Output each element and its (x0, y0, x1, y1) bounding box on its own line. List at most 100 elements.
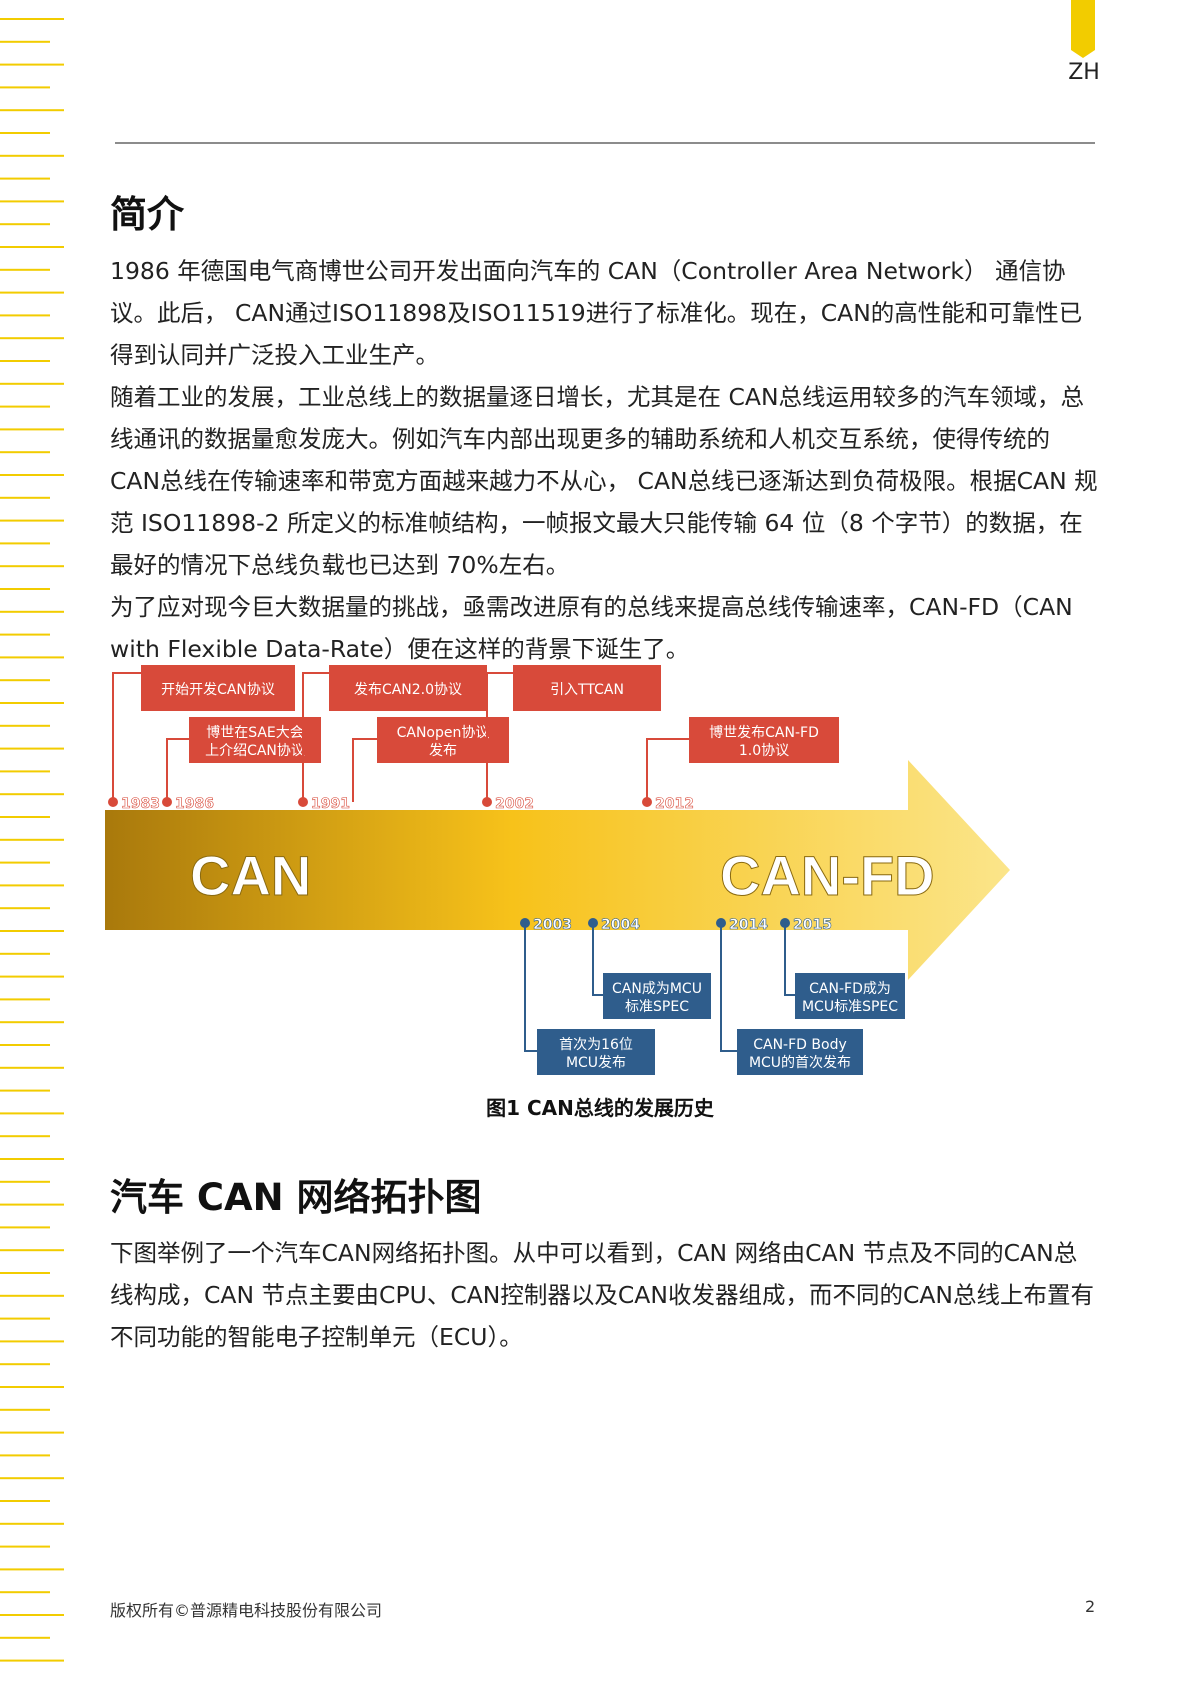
event-box (737, 1029, 863, 1075)
event-label: 发布 (429, 743, 457, 759)
stripe (0, 428, 64, 431)
stripe (0, 1363, 50, 1366)
stripe (0, 109, 64, 112)
event-connector (524, 923, 537, 1052)
year-label: 1983 (121, 796, 160, 812)
left-stripe-decoration (0, 18, 64, 1662)
stripe (0, 930, 64, 932)
year-marker (520, 918, 530, 928)
stripe (0, 1545, 50, 1548)
stripe (0, 565, 64, 568)
figure-caption: 图1 CAN总线的发展历史 (486, 1096, 714, 1120)
year-marker (108, 797, 118, 807)
event-connector (302, 672, 329, 802)
topology-title: 汽车 CAN 网络拓扑图 (110, 1176, 482, 1219)
top-events: 开始开发CAN协议博世在SAE大会上介绍CAN协议发布CAN2.0协议CANop… (108, 665, 839, 812)
stripe (0, 1203, 64, 1206)
event-label: 上介绍CAN协议 (205, 743, 305, 759)
stripe (0, 1431, 64, 1434)
event-label: 博世在SAE大会 (206, 724, 304, 741)
stripe (0, 86, 50, 89)
stripe (0, 360, 50, 362)
stripe (0, 1340, 64, 1343)
event-connector (646, 738, 689, 802)
stripe (0, 1158, 64, 1160)
stripe (0, 63, 64, 66)
year-marker (588, 918, 598, 928)
stripe (0, 1568, 64, 1571)
stripe (0, 998, 50, 1001)
stripe (0, 314, 50, 317)
stripe (0, 1659, 64, 1662)
event-label: MCU发布 (566, 1055, 626, 1071)
stripe (0, 1112, 64, 1115)
stripe (0, 1294, 64, 1297)
event-label: CAN-FD Body (753, 1037, 847, 1053)
year-marker (298, 797, 308, 807)
event-box (329, 665, 487, 711)
intro-paragraph-3: 为了应对现今巨大数据量的挑战，亟需改进原有的总线来提高总线传输速率，CAN-FD… (110, 593, 1073, 663)
event-label: MCU的首次发布 (749, 1055, 851, 1071)
can-history-timeline: CAN CAN-FD 开始开发CAN协议博世在SAE大会上介绍CAN协议发布CA… (105, 665, 1010, 1075)
stripe (0, 702, 64, 704)
stripe (0, 1135, 50, 1138)
year-label: 2012 (655, 796, 694, 812)
stripe (0, 519, 64, 522)
stripe (0, 1408, 50, 1411)
year-marker (162, 797, 172, 807)
event-connector (352, 738, 377, 802)
event-box (513, 665, 661, 711)
intro-paragraph-1: 1986 年德国电气商博世公司开发出面向汽车的 CAN（Controller A… (110, 257, 1083, 369)
year-marker (482, 797, 492, 807)
stripe (0, 1591, 50, 1594)
event-label: 1.0协议 (739, 743, 789, 759)
stripe (0, 1386, 64, 1388)
year-label: 2015 (793, 917, 832, 933)
stripe (0, 382, 64, 385)
stripe (0, 816, 50, 818)
arrow-label-canfd: CAN-FD (720, 844, 935, 907)
event-box (795, 973, 905, 1019)
stripe (0, 1066, 64, 1069)
footer-copyright: 版权所有©普源精电科技股份有限公司 (110, 1601, 383, 1620)
stripe (0, 337, 64, 340)
stripe (0, 405, 50, 408)
stripe (0, 1500, 50, 1502)
year-marker (780, 918, 790, 928)
stripe (0, 1021, 64, 1024)
stripe (0, 40, 50, 43)
stripe (0, 474, 64, 476)
year-label: 2004 (601, 917, 640, 933)
stripe (0, 154, 64, 157)
intro-paragraph-2: 随着工业的发展，工业总线上的数据量逐日增长，尤其是在 CAN总线运用较多的汽车领… (110, 383, 1098, 579)
event-label: 博世发布CAN-FD (709, 724, 819, 741)
event-label: MCU标准SPEC (802, 999, 898, 1015)
stripe (0, 1180, 50, 1183)
year-label: 1986 (175, 796, 214, 812)
arrow-label-can: CAN (190, 844, 311, 907)
stripe (0, 633, 50, 636)
stripe (0, 1522, 64, 1525)
stripe (0, 1317, 50, 1320)
stripe (0, 291, 64, 294)
stripe (0, 1454, 50, 1457)
stripe (0, 1226, 50, 1229)
stripe (0, 770, 50, 773)
bottom-events: CAN成为MCU标准SPEC首次为16位MCU发布CAN-FD成为MCU标准SP… (520, 917, 905, 1075)
year-label: 2014 (729, 917, 768, 933)
stripe (0, 177, 50, 180)
stripe (0, 1614, 64, 1616)
event-label: CAN-FD成为 (809, 981, 891, 997)
event-label: 首次为16位 (559, 1037, 633, 1053)
stripe (0, 679, 50, 682)
event-connector (486, 672, 513, 802)
stripe (0, 975, 64, 978)
stripe (0, 200, 64, 203)
stripe (0, 588, 50, 590)
year-marker (716, 918, 726, 928)
event-box (689, 717, 839, 763)
event-connector (112, 672, 141, 802)
year-marker (642, 797, 652, 807)
stripe (0, 952, 50, 955)
stripe (0, 223, 50, 226)
